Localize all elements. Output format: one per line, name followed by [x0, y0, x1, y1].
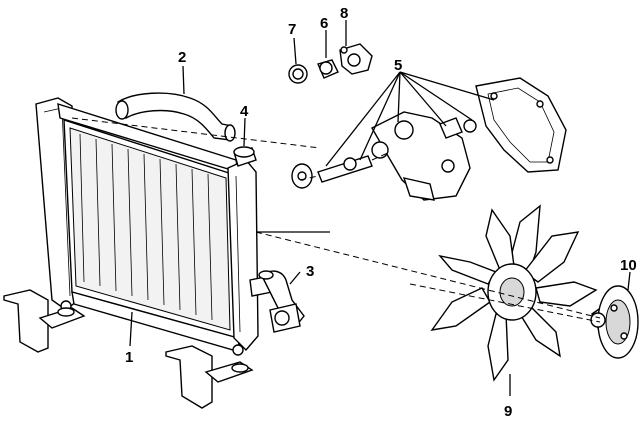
- callout-1: 1: [125, 349, 133, 366]
- callout-9: 9: [504, 403, 512, 420]
- mount-bracket-right: [165, 345, 254, 409]
- mount-bracket-left: [3, 289, 86, 353]
- thermostat-housing: [339, 43, 373, 75]
- callout-3: 3: [306, 263, 314, 280]
- callouts: 1 2 3 4 5 6 7 8 9 10: [125, 5, 637, 420]
- lower-radiator-hose: [258, 270, 305, 333]
- callout-8: 8: [340, 5, 348, 22]
- water-pump-gasket: [475, 77, 567, 173]
- radiator: [35, 97, 273, 356]
- fan-blade: [430, 204, 598, 382]
- callout-6: 6: [320, 15, 328, 32]
- pump-pulley-hub: [291, 163, 313, 189]
- pump-fitting: [439, 117, 477, 139]
- callout-2: 2: [178, 49, 186, 66]
- pump-shaft: [317, 155, 373, 183]
- callout-7: 7: [288, 21, 296, 38]
- callout-4: 4: [240, 103, 249, 120]
- fan-clutch: [590, 285, 639, 359]
- thermostat-gasket: [288, 64, 308, 84]
- leader-lines: [129, 20, 631, 396]
- assembly-lines: [71, 117, 601, 323]
- callout-10: 10: [620, 257, 637, 274]
- thermostat: [317, 59, 339, 79]
- callout-5: 5: [394, 57, 402, 74]
